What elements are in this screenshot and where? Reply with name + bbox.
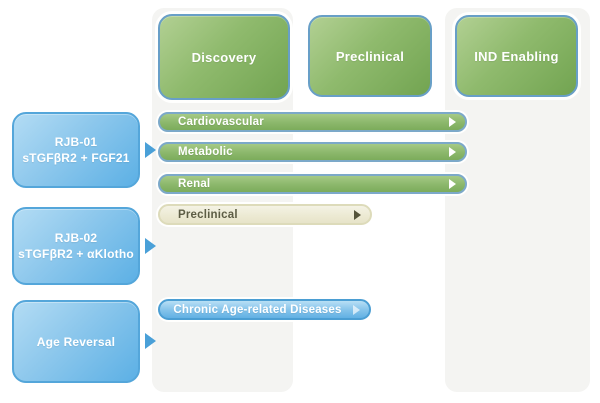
arrow-right-icon [354,209,361,220]
flow-arrow-icon [145,238,156,254]
bar-label: Chronic Age-related Diseases [173,303,342,316]
arrow-right-icon [353,304,360,315]
indication-bar-chronic-age-related-diseases: Chronic Age-related Diseases [158,299,371,320]
stage-header-ind-enabling: IND Enabling [455,15,578,97]
bar-label: Preclinical [178,208,238,221]
program-molecule: sTGFβR2 + FGF21 [22,151,130,165]
stage-header-preclinical: Preclinical [308,15,432,97]
arrow-right-icon [449,147,456,157]
stage-label: Discovery [191,49,257,65]
flow-arrow-icon [145,142,156,158]
program-name: RJB-02 [54,231,98,245]
arrow-right-icon [449,117,456,127]
program-name: Age Reversal [36,334,116,349]
stage-label: IND Enabling [474,48,559,64]
program-box-rjb-01: RJB-01 sTGFβR2 + FGF21 [12,112,140,188]
program-box-rjb-02: RJB-02 sTGFβR2 + αKlotho [12,207,140,285]
arrow-right-icon [449,179,456,189]
indication-bar-renal: Renal [158,174,467,194]
program-name: RJB-01 [54,135,98,149]
stage-label: Preclinical [335,48,405,64]
indication-bar-preclinical: Preclinical [158,204,372,225]
bar-label: Metabolic [178,146,233,158]
stage-header-discovery: Discovery [158,14,290,100]
program-box-age-reversal: Age Reversal [12,300,140,383]
indication-bar-cardiovascular: Cardiovascular [158,112,467,132]
program-molecule: sTGFβR2 + αKlotho [18,247,134,261]
flow-arrow-icon [145,333,156,349]
indication-bar-metabolic: Metabolic [158,142,467,162]
bar-label: Renal [178,178,211,190]
bar-label: Cardiovascular [178,116,264,128]
